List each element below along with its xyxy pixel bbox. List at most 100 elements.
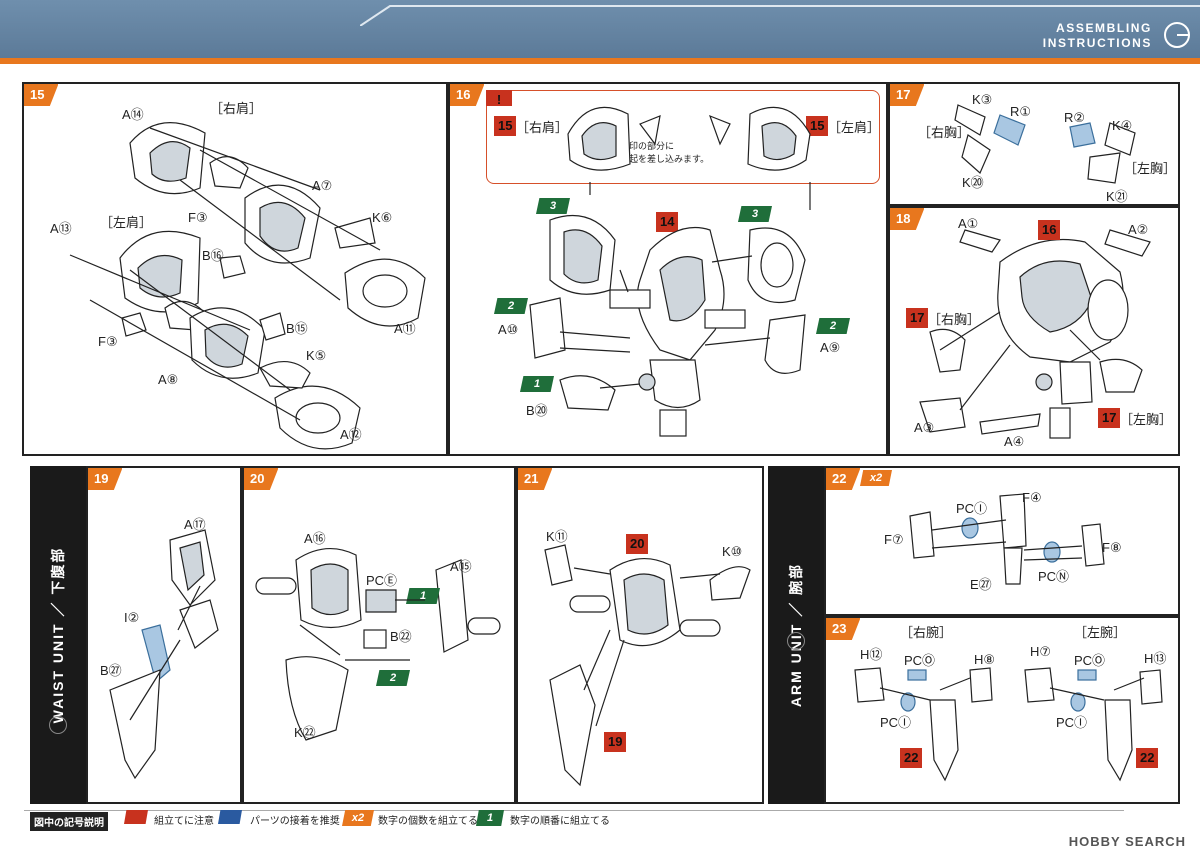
step-16-number: 16: [450, 84, 485, 106]
label-a11: A⑪: [394, 321, 416, 336]
label-f3-bottom: F③: [98, 334, 118, 349]
label-right-arm: ［右腕］: [900, 625, 953, 640]
label-right-chest-18: ［右胸］: [928, 312, 981, 327]
step-ref-17-left: 17: [1098, 408, 1121, 428]
label-k3: K③: [972, 92, 993, 107]
label-a13: A⑬: [50, 221, 72, 236]
callout-shoulder-drawings: [567, 106, 811, 171]
label-left-chest: ［左胸］: [1124, 161, 1177, 176]
watermark: HOBBY SEARCH: [1068, 834, 1186, 849]
arm-joint-drawing: [909, 493, 1105, 585]
label-pci-left: PCⒾ: [1056, 715, 1088, 730]
header-title-line2: INSTRUCTIONS: [1042, 36, 1152, 50]
label-k10: K⑩: [722, 544, 743, 559]
step-18-number: 18: [890, 208, 925, 230]
label-a17: A⑰: [184, 517, 206, 532]
step-19-panel: 19: [86, 466, 242, 804]
label-a10: A⑩: [498, 322, 519, 337]
caution-legend-icon: [124, 810, 148, 824]
step-order-tag-2-20: 2: [376, 670, 410, 686]
legend-glue-text: パーツの接着を推奨: [250, 816, 340, 827]
header-swoosh: [360, 5, 1200, 26]
legend-order-text: 数字の順番に組立てる: [510, 816, 610, 827]
arm-unit-sidebar: ARM UNIT ／ 腕部: [768, 466, 824, 804]
brand-logo-icon: [1164, 22, 1190, 48]
label-k6: K⑥: [372, 210, 393, 225]
step-ref-16: 16: [1038, 220, 1061, 240]
arm-ring-icon: [787, 632, 805, 650]
header-title: ASSEMBLING INSTRUCTIONS: [1022, 21, 1152, 51]
step-ref-19: 19: [604, 732, 627, 752]
label-pci-22: PCⒾ: [956, 501, 988, 516]
step-order-tag-2-left: 2: [494, 298, 528, 314]
label-left-chest-18: ［左胸］: [1120, 412, 1173, 427]
label-f7: F⑦: [884, 532, 904, 547]
label-h8: H⑧: [974, 652, 996, 667]
label-a7: A⑦: [312, 178, 333, 193]
right-shoulder-parts-drawing: [119, 122, 426, 450]
legend-divider: [24, 810, 1124, 833]
label-f4: F④: [1022, 490, 1042, 505]
label-b16: B⑯: [202, 248, 224, 263]
step-ref-17-right: 17: [906, 308, 929, 328]
label-k21: K㉑: [1106, 189, 1128, 204]
step-21-number: 21: [518, 468, 553, 490]
label-h12: H⑫: [860, 647, 883, 662]
label-a16: A⑯: [304, 531, 326, 546]
label-left-arm: ［左腕］: [1074, 625, 1127, 640]
symbol-legend: [0, 806, 1200, 859]
label-pco-right: PCⓄ: [904, 653, 936, 668]
label-b22: B㉒: [390, 629, 412, 644]
label-a3: A③: [914, 420, 935, 435]
label-k5: K⑤: [306, 348, 327, 363]
callout-note: 矢印の部分に 突起を差し込みます。: [620, 140, 709, 166]
label-a15: A⑮: [450, 559, 472, 574]
header-title-line1: ASSEMBLING: [1055, 21, 1152, 35]
label-b15: B⑮: [286, 321, 308, 336]
torso-assembly-drawing: [529, 214, 806, 437]
step-ref-22-left: 22: [1136, 748, 1159, 768]
label-h13: H⑬: [1144, 651, 1167, 666]
callout-note-line2: 突起を差し込みます。: [620, 154, 710, 164]
step-19-number: 19: [88, 468, 123, 490]
step-order-tag-3-right: 3: [738, 206, 772, 222]
waist-unit-sidebar: WAIST UNIT ／ 下腹部: [30, 466, 86, 804]
label-f8: F⑧: [1102, 540, 1122, 555]
label-a4: A④: [1004, 434, 1025, 449]
waist-upper-drawing: [255, 547, 501, 741]
label-right-chest: ［右胸］: [918, 125, 971, 140]
step-ref-14: 14: [656, 212, 679, 232]
callout-ref-right: 15: [494, 116, 517, 136]
step-15-number: 15: [24, 84, 59, 106]
step-16-callout: [486, 90, 880, 184]
callout-left-shoulder: ［左肩］: [828, 120, 881, 135]
step-ref-22-right: 22: [900, 748, 923, 768]
label-k4: K④: [1112, 118, 1133, 133]
label-a8: A⑧: [158, 372, 179, 387]
step-ref-20: 20: [626, 534, 649, 554]
page-header: ASSEMBLING INSTRUCTIONS: [0, 0, 1200, 64]
waist-ring-icon: [49, 716, 67, 734]
quantity-x2-tag: x2: [860, 470, 892, 486]
header-orange-stripe: [0, 58, 1200, 64]
label-pco-left: PCⓄ: [1074, 653, 1106, 668]
label-a14: A⑭: [122, 107, 144, 122]
label-e27: E㉗: [970, 577, 992, 592]
label-a1: A①: [958, 216, 979, 231]
legend-title: 図中の記号説明: [30, 812, 108, 831]
label-b20: B⑳: [526, 403, 548, 418]
label-r1: R①: [1010, 104, 1032, 119]
label-i2: I②: [124, 610, 140, 625]
label-k20: K⑳: [962, 175, 984, 190]
waist-assembly-drawing: [544, 544, 751, 787]
label-b27: B㉗: [100, 663, 122, 678]
waist-lower-drawing: [109, 529, 219, 780]
legend-order-icon: 1: [476, 810, 504, 826]
step-20-number: 20: [244, 468, 279, 490]
caution-icon: !: [486, 90, 512, 107]
step-22-panel: 22: [824, 466, 1180, 616]
label-pcn: PCⓃ: [1038, 569, 1070, 584]
chest-parts-drawing: [954, 104, 1136, 184]
label-left-shoulder: ［左肩］: [100, 215, 153, 230]
step-order-tag-1: 1: [520, 376, 554, 392]
